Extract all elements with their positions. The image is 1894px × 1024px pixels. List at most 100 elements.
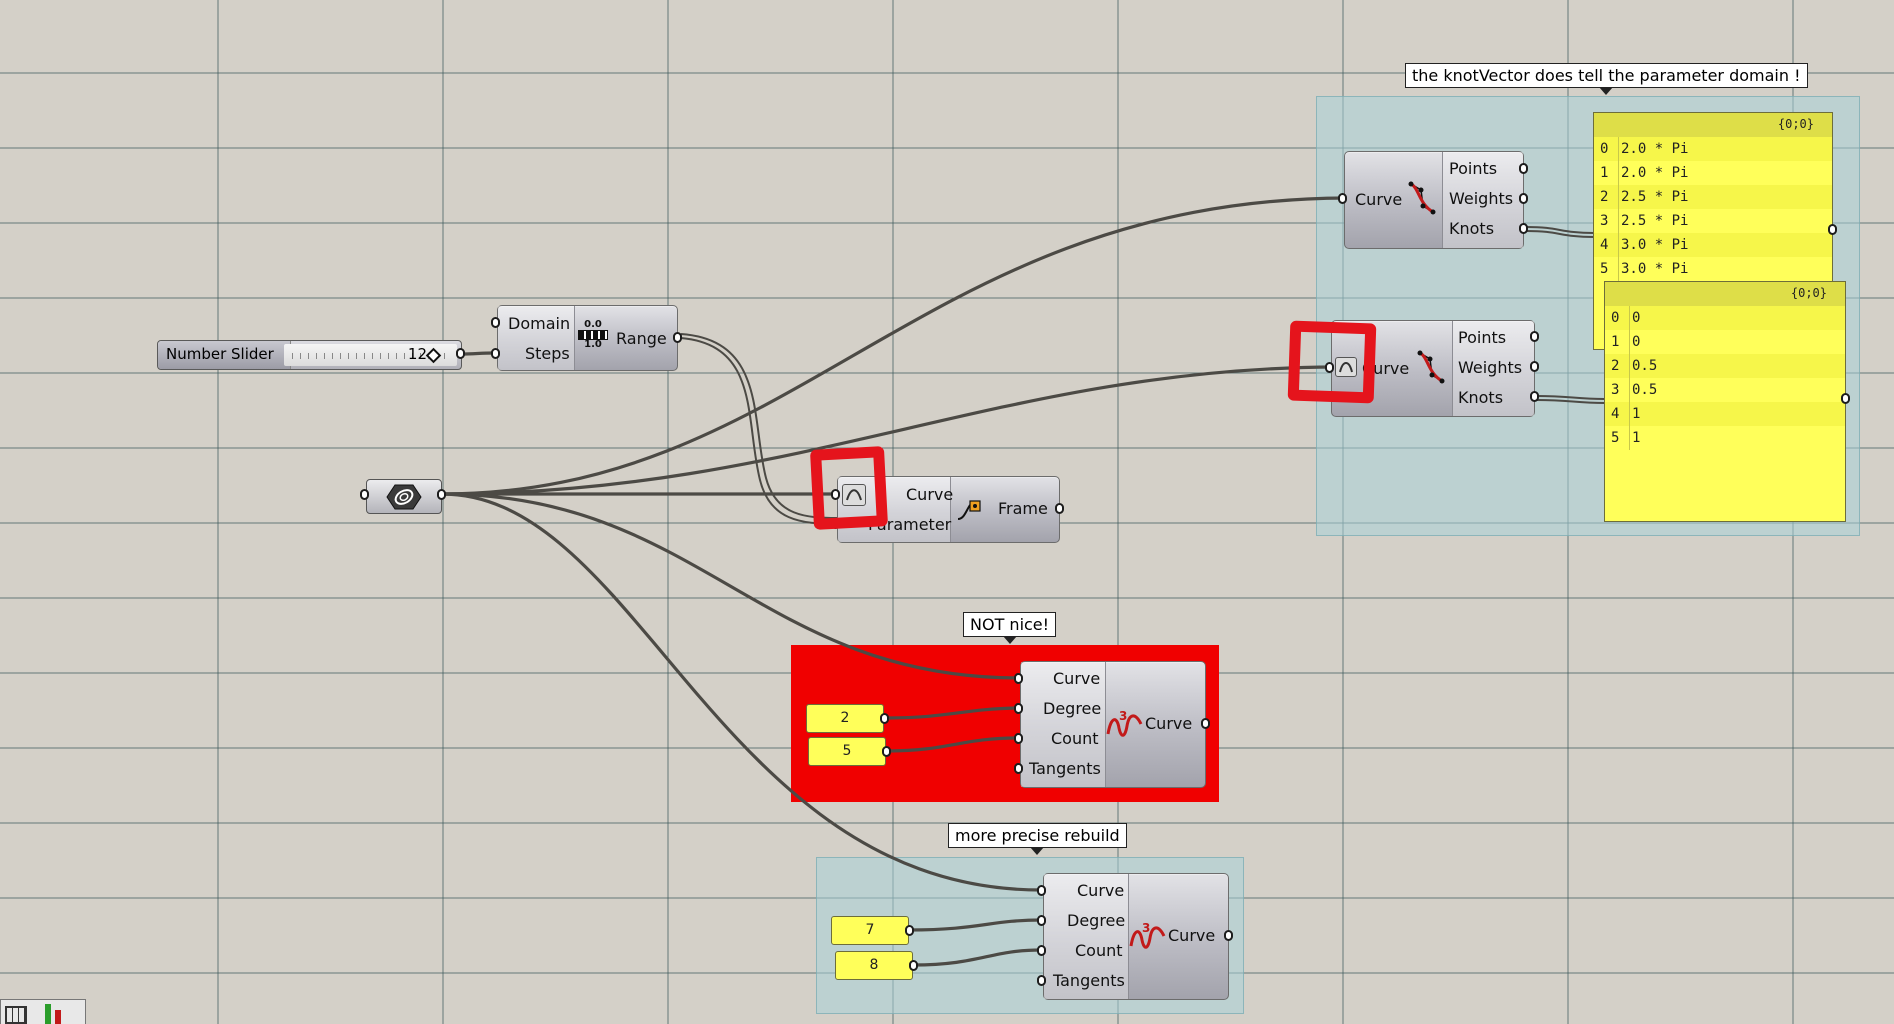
control2-output-points[interactable]: Points (1458, 328, 1507, 347)
rebuild-curve-component-1[interactable]: Curve Degree Count Tangents 3 Curve (1020, 661, 1206, 788)
reparameterize-flag-icon-2[interactable] (1335, 357, 1357, 377)
count-value-2[interactable]: 8 (835, 951, 913, 980)
note-not-nice[interactable]: NOT nice! (963, 612, 1057, 637)
degree1-output-port[interactable] (880, 713, 889, 724)
control2-output-knots[interactable]: Knots (1458, 388, 1504, 407)
panel2-row-index: 4 (1611, 406, 1620, 422)
range-input-steps[interactable]: Steps (525, 344, 570, 363)
panel1-row-value: 3.0 * Pi (1618, 233, 1688, 257)
panel2-row-index: 0 (1611, 310, 1620, 326)
control1-output-points[interactable]: Points (1449, 159, 1498, 178)
range-domain-port[interactable] (491, 317, 500, 328)
control2-curve-port[interactable] (1325, 362, 1334, 373)
rebuild2-curve-port[interactable] (1037, 885, 1046, 896)
frame-input-curve[interactable]: Curve (906, 485, 954, 504)
control2-weights-port[interactable] (1530, 361, 1539, 372)
frame-output-port[interactable] (1055, 503, 1064, 514)
curve-frame-component[interactable]: Curve Parameter Frame (837, 476, 1060, 543)
grid-icon (5, 1006, 27, 1024)
rebuild1-curve-port[interactable] (1014, 673, 1023, 684)
note-precise-rebuild[interactable]: more precise rebuild (948, 823, 1127, 848)
control2-input-curve[interactable]: Curve (1362, 359, 1410, 378)
count2-output-port[interactable] (909, 960, 918, 971)
rebuild1-count-port[interactable] (1014, 733, 1023, 744)
curve-param-input-port[interactable] (360, 489, 369, 500)
panel2-row-index: 2 (1611, 358, 1620, 374)
rebuild2-input-curve[interactable]: Curve (1077, 881, 1125, 900)
frame-input-parameter[interactable]: Parameter (868, 515, 952, 534)
control-points-icon-1 (1408, 181, 1436, 215)
control1-output-knots[interactable]: Knots (1449, 219, 1495, 238)
panel1-path: {0;0} (1594, 113, 1832, 137)
panel2-row-index: 5 (1611, 430, 1620, 446)
rebuild1-output-curve[interactable]: Curve (1145, 714, 1193, 733)
rebuild2-output-port[interactable] (1224, 930, 1233, 941)
toolbar-corner-icon[interactable] (0, 999, 86, 1024)
rebuild2-input-degree[interactable]: Degree (1067, 911, 1126, 930)
panel2-row-value: 1 (1629, 426, 1640, 450)
rebuild2-input-tangents[interactable]: Tangents (1053, 971, 1125, 990)
panel1-row-index: 0 (1600, 141, 1609, 157)
slider-output-port[interactable] (456, 348, 465, 359)
rebuild2-input-count[interactable]: Count (1075, 941, 1123, 960)
control2-knots-port[interactable] (1530, 391, 1539, 402)
range-icon-top: 0.0 (584, 319, 602, 330)
curve-param[interactable] (366, 479, 442, 514)
rebuild2-input-col (1044, 874, 1129, 999)
rebuild2-tangents-port[interactable] (1037, 975, 1046, 986)
control1-output-weights[interactable]: Weights (1449, 189, 1514, 208)
frame-curve-port[interactable] (831, 489, 840, 500)
range-input-domain[interactable]: Domain (508, 314, 571, 333)
rebuild1-input-degree[interactable]: Degree (1043, 699, 1102, 718)
range-output-port[interactable] (673, 332, 682, 343)
count1-output-port[interactable] (882, 746, 891, 757)
frame-output-label[interactable]: Frame (998, 499, 1048, 518)
range-output-label[interactable]: Range (616, 329, 667, 348)
rebuild2-count-port[interactable] (1037, 945, 1046, 956)
control1-curve-port[interactable] (1338, 193, 1347, 204)
control1-knots-port[interactable] (1519, 223, 1528, 234)
panel2-output-port[interactable] (1841, 393, 1850, 404)
frame-parameter-port[interactable] (831, 518, 840, 529)
highlight-marker-control2 (1287, 320, 1377, 404)
degree2-output-port[interactable] (905, 925, 914, 936)
control1-weights-port[interactable] (1519, 193, 1528, 204)
rebuild1-input-tangents[interactable]: Tangents (1029, 759, 1101, 778)
panel1-row-index: 4 (1600, 237, 1609, 253)
rebuild2-output-curve[interactable]: Curve (1168, 926, 1216, 945)
degree-value-2[interactable]: 7 (831, 916, 909, 945)
panel1-row-value: 3.0 * Pi (1618, 257, 1688, 281)
slider-track[interactable]: 12 (284, 344, 457, 366)
control2-points-port[interactable] (1530, 331, 1539, 342)
control1-input-curve[interactable]: Curve (1355, 190, 1403, 209)
control1-points-port[interactable] (1519, 163, 1528, 174)
note-knot-vector[interactable]: the knotVector does tell the parameter d… (1405, 63, 1808, 88)
control-points-component-1[interactable]: Curve Points Weights Knots (1344, 151, 1524, 249)
curve-param-output-port[interactable] (437, 489, 446, 500)
number-slider[interactable]: Number Slider 12 (157, 340, 462, 370)
range-steps-port[interactable] (491, 348, 500, 359)
control2-output-weights[interactable]: Weights (1458, 358, 1523, 377)
rebuild1-output-port[interactable] (1201, 718, 1210, 729)
rebuild-curve-component-2[interactable]: Curve Degree Count Tangents 3 Curve (1043, 873, 1229, 1000)
panel1-output-port[interactable] (1828, 224, 1837, 235)
panel2-row-value: 1 (1629, 402, 1640, 426)
rebuild2-degree-port[interactable] (1037, 915, 1046, 926)
rebuild1-tangents-port[interactable] (1014, 763, 1023, 774)
count-value-1[interactable]: 5 (808, 737, 886, 766)
panel2-row-index: 3 (1611, 382, 1620, 398)
degree-value-1[interactable]: 2 (806, 704, 884, 733)
control-points-component-2[interactable]: Curve Points Weights Knots (1331, 320, 1535, 417)
rebuild1-degree-port[interactable] (1014, 703, 1023, 714)
range-component[interactable]: Domain Steps 0.0 1.0 Range (497, 305, 678, 371)
slider-grip-icon[interactable] (425, 347, 442, 364)
rebuild1-input-count[interactable]: Count (1051, 729, 1099, 748)
rebuild1-input-curve[interactable]: Curve (1053, 669, 1101, 688)
reparameterize-flag-icon[interactable] (842, 484, 866, 506)
